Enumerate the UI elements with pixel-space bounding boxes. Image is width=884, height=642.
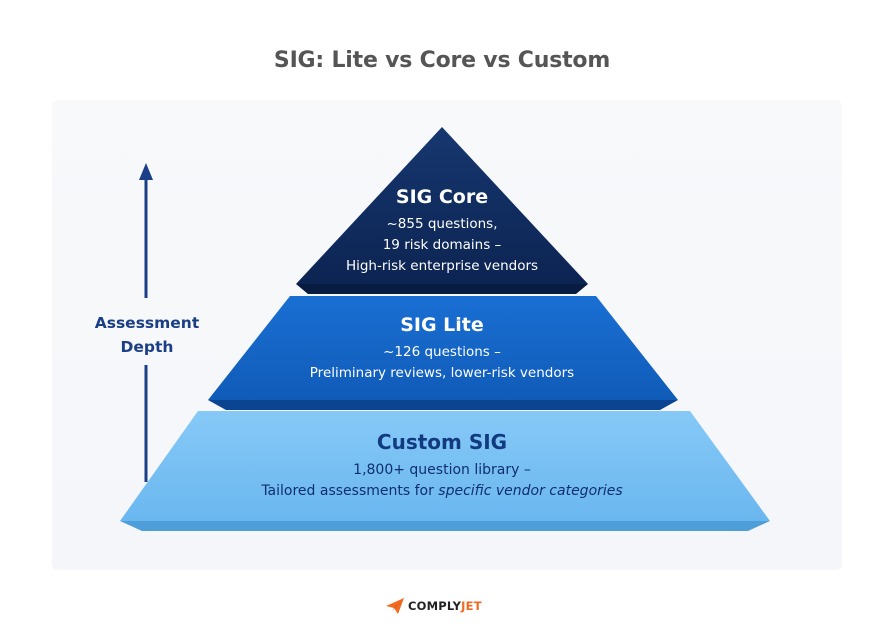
tier-core-shape (296, 127, 588, 294)
tier-core-domains: 19 risk domains – (382, 237, 502, 253)
tier-core-questions: ~855 questions, (386, 216, 498, 232)
tier-lite-title: SIG Lite (400, 314, 484, 336)
tier-lite: SIG Lite ~126 questions – Preliminary re… (230, 314, 654, 384)
tier-custom-title: Custom SIG (376, 430, 508, 454)
tier-core: SIG Core ~855 questions, 19 risk domains… (292, 186, 592, 277)
logo-wordmark: COMPLYJET (408, 599, 482, 613)
tier-custom-library: 1,800+ question library – (353, 462, 531, 478)
tier-core-audience: High-risk enterprise vendors (345, 258, 539, 274)
assessment-depth-label: Assessment Depth (94, 314, 200, 356)
tier-custom-audience: Tailored assessments for specific vendor… (261, 483, 623, 499)
tier-lite-audience: Preliminary reviews, lower-risk vendors (309, 365, 575, 381)
tier-lite-shape (208, 296, 678, 410)
tier-custom-shape (120, 411, 770, 531)
paper-plane-icon (386, 598, 404, 614)
page-title: SIG: Lite vs Core vs Custom (273, 48, 611, 73)
complyjet-logo: COMPLYJET (386, 596, 482, 616)
tier-custom: Custom SIG 1,800+ question library – Tai… (150, 430, 734, 502)
depth-axis-arrow (139, 163, 153, 482)
tier-core-title: SIG Core (395, 186, 489, 208)
tier-lite-questions: ~126 questions – (383, 344, 501, 360)
